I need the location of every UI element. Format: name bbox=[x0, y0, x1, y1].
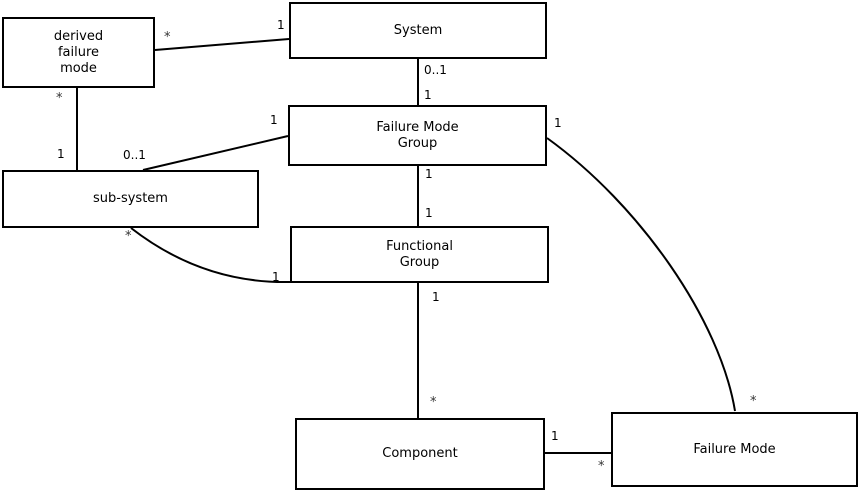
class-box-label-derived-failure-mode: derived failure mode bbox=[53, 28, 104, 76]
multiplicity-m-subsystem-star-bottom: * bbox=[125, 229, 132, 244]
multiplicity-m-funcgroup-one-top: 1 bbox=[425, 206, 433, 220]
multiplicity-m-failuremode-star-left: * bbox=[598, 459, 605, 474]
association-fmgroup-to-failuremode bbox=[546, 137, 736, 412]
class-box-label-system: System bbox=[393, 22, 443, 38]
multiplicity-m-derived-star-right: * bbox=[164, 30, 171, 45]
class-box-functional-group[interactable]: Functional Group bbox=[290, 226, 549, 283]
multiplicity-m-system-zero-one: 0..1 bbox=[424, 63, 447, 77]
association-subsystem-to-funcgroup bbox=[130, 227, 291, 284]
class-box-system[interactable]: System bbox=[289, 2, 547, 59]
multiplicity-m-subsystem-zeroone: 0..1 bbox=[123, 148, 146, 162]
class-box-derived-failure-mode[interactable]: derived failure mode bbox=[2, 17, 155, 88]
multiplicity-m-funcgroup-one-left: 1 bbox=[272, 270, 280, 284]
multiplicity-m-fmgroup-one-left: 1 bbox=[270, 113, 278, 127]
multiplicity-m-fmgroup-one-right: 1 bbox=[554, 116, 562, 130]
class-box-failure-mode-group[interactable]: Failure Mode Group bbox=[288, 105, 547, 166]
multiplicity-m-fmgroup-one-bottom: 1 bbox=[425, 167, 433, 181]
class-box-failure-mode[interactable]: Failure Mode bbox=[611, 412, 858, 487]
multiplicity-m-component-star-top: * bbox=[430, 395, 437, 410]
class-box-label-component: Component bbox=[382, 446, 458, 461]
multiplicity-m-subsystem-one-top: 1 bbox=[57, 147, 65, 161]
class-box-label-failure-mode-group: Failure Mode Group bbox=[376, 119, 459, 151]
association-subsystem-to-fmgroup bbox=[142, 135, 289, 171]
class-box-label-functional-group: Functional Group bbox=[386, 238, 453, 270]
association-derived-to-system bbox=[154, 38, 290, 51]
multiplicity-m-failuremode-star-top: * bbox=[750, 394, 757, 409]
multiplicity-m-system-one-left: 1 bbox=[277, 18, 285, 32]
class-box-label-sub-system: sub-system bbox=[93, 191, 168, 206]
class-box-sub-system[interactable]: sub-system bbox=[2, 170, 259, 228]
multiplicity-m-funcgroup-one-bottom: 1 bbox=[432, 290, 440, 304]
multiplicity-m-derived-star-bottom: * bbox=[56, 91, 63, 106]
multiplicity-m-fmgroup-one-top: 1 bbox=[424, 88, 432, 102]
class-box-component[interactable]: Component bbox=[295, 418, 545, 490]
multiplicity-m-component-one-right: 1 bbox=[551, 429, 559, 443]
class-box-label-failure-mode: Failure Mode bbox=[693, 441, 776, 457]
